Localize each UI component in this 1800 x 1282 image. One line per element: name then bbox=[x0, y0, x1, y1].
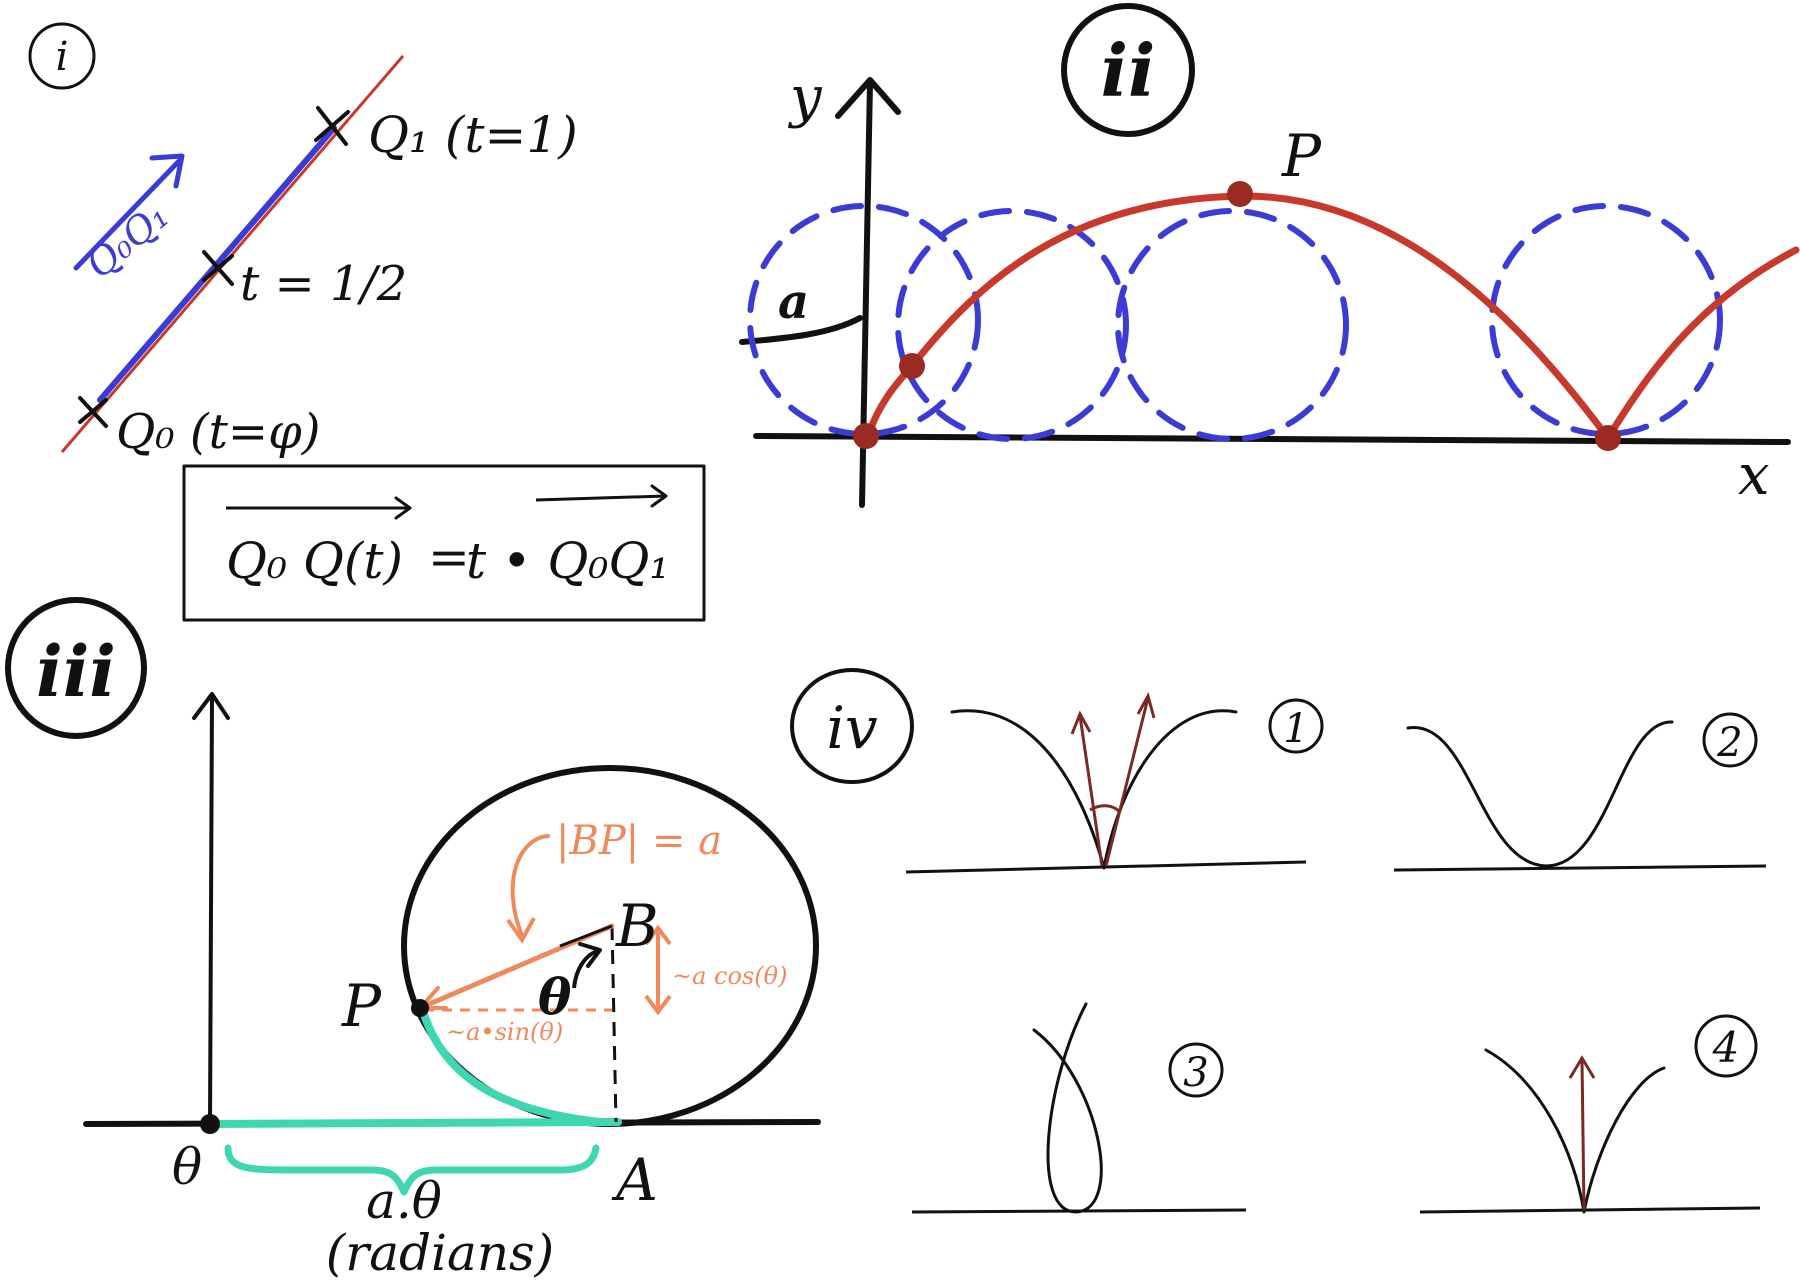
q1-label: Q₁ (t=1) bbox=[368, 106, 578, 164]
formula-left-arrowhead bbox=[394, 496, 412, 520]
case-4-ground bbox=[1419, 1206, 1761, 1214]
mid-marker bbox=[202, 250, 234, 286]
iii-bp-label: |BP| = a bbox=[556, 818, 722, 864]
case-1-number-circle bbox=[1268, 698, 1324, 754]
q1-marker bbox=[314, 106, 350, 146]
panel-iii: iii |BP| = a B P θ ~a cos(θ) bbox=[5, 597, 821, 1282]
panel-iv-badge: iv bbox=[826, 694, 878, 762]
case-3-number: 3 bbox=[1183, 1050, 1208, 1096]
iii-acos-label: ~a cos(θ) bbox=[672, 962, 787, 990]
formula-left: Q₀ Q(t) bbox=[226, 532, 403, 590]
panel-i-red-line bbox=[60, 55, 405, 453]
iii-origin-label: θ bbox=[172, 1138, 202, 1196]
y-axis-label: y bbox=[787, 65, 823, 130]
case-4-arrowhead bbox=[1568, 1055, 1596, 1079]
panel-iv: iv 1 2 3 bbox=[790, 668, 1767, 1214]
panel-iii-badge-circle bbox=[5, 597, 147, 739]
case-2-number: 2 bbox=[1716, 720, 1742, 766]
case-4-number: 4 bbox=[1712, 1023, 1740, 1072]
case-4-curve bbox=[1484, 1048, 1666, 1214]
iii-arc-length-brace bbox=[224, 1144, 600, 1196]
iii-radius-inner bbox=[559, 924, 613, 948]
panel-ii: ii y x a P bbox=[739, 3, 1800, 508]
cycloid-curve bbox=[864, 192, 1800, 442]
rolling-circles bbox=[747, 203, 1723, 442]
panel-i: i Q₀Q₁ Q₁ (t=1) t = 1/2 Q₀ (t=φ) Q₀ Q(t) bbox=[28, 22, 706, 622]
case-3-number-circle bbox=[1168, 1042, 1224, 1098]
formula-right-arrowhead bbox=[650, 484, 668, 508]
q0-marker bbox=[78, 396, 108, 428]
panel-i-badge: i bbox=[56, 34, 69, 80]
cycloid-point-p bbox=[1227, 181, 1253, 207]
case-1-ground bbox=[905, 860, 1307, 874]
formula-right-arrow bbox=[535, 494, 667, 502]
rolling-circle-4 bbox=[1489, 203, 1723, 437]
x-axis-label: x bbox=[1738, 443, 1770, 508]
case-2-curve bbox=[1406, 720, 1674, 868]
iii-p-label: P bbox=[341, 972, 382, 1040]
iii-angle-arrowhead bbox=[578, 942, 602, 968]
iii-bp-pointer bbox=[510, 834, 550, 938]
case-4-number-circle bbox=[1694, 1014, 1758, 1078]
rolling-circle-3 bbox=[1115, 208, 1349, 442]
y-axis-arrowhead bbox=[835, 77, 901, 119]
iii-asin-label: ~a•sin(θ) bbox=[446, 1018, 563, 1046]
iii-y-axis-arrowhead bbox=[192, 692, 230, 720]
case-1-curve bbox=[950, 709, 1238, 870]
case-1-arrow-left bbox=[1078, 715, 1104, 867]
iii-y-axis bbox=[208, 695, 214, 1125]
iii-acos-arrowhead-bottom bbox=[644, 994, 672, 1016]
formula-box bbox=[182, 464, 706, 622]
x-axis bbox=[753, 433, 1791, 445]
panel-i-vector-arrow bbox=[73, 157, 183, 271]
case-1-arrow-right-head bbox=[1136, 692, 1156, 719]
cycloid-point-cusp bbox=[1595, 425, 1621, 451]
case-4: 4 bbox=[1419, 1014, 1761, 1214]
q0-label: Q₀ (t=φ) bbox=[116, 404, 320, 460]
iii-origin-point bbox=[200, 1114, 220, 1134]
case-2-ground bbox=[1393, 864, 1767, 872]
panel-ii-badge-circle bbox=[1061, 3, 1195, 137]
iii-arc-path bbox=[418, 1004, 604, 1126]
case-3-curve bbox=[1032, 1002, 1103, 1214]
panel-iii-badge: iii bbox=[36, 630, 116, 713]
mid-label: t = 1/2 bbox=[240, 256, 407, 312]
case-2: 2 bbox=[1393, 712, 1767, 872]
iii-bp-pointer-head bbox=[506, 917, 536, 944]
panel-i-badge-circle bbox=[28, 22, 96, 90]
case-1: 1 bbox=[905, 692, 1324, 874]
case-1-arrow-right bbox=[1104, 697, 1150, 867]
cycloid-point-rising bbox=[899, 353, 925, 379]
case-3: 3 bbox=[911, 1002, 1247, 1214]
formula-right: t • Q₀Q₁ bbox=[466, 532, 669, 590]
iii-dashed-vertical bbox=[610, 925, 618, 1123]
case-1-angle-arc bbox=[1089, 804, 1122, 814]
iii-arc-length-label: a.θ bbox=[366, 1172, 442, 1230]
rolling-circle-1 bbox=[747, 203, 981, 437]
iii-acos-arrowhead-top bbox=[644, 924, 672, 946]
panel-i-vector-arrowhead bbox=[149, 153, 185, 189]
case-1-number: 1 bbox=[1283, 706, 1308, 752]
radius-marker bbox=[739, 315, 863, 345]
iii-a-point-label: A bbox=[611, 1146, 658, 1214]
point-p-label: P bbox=[1281, 122, 1322, 190]
case-4-arrow bbox=[1580, 1059, 1586, 1211]
case-2-number-circle bbox=[1702, 712, 1758, 768]
iii-theta-label: θ bbox=[538, 967, 572, 1026]
case-1-arrow-left-head bbox=[1070, 710, 1092, 735]
rolling-circle-2 bbox=[895, 208, 1129, 442]
iii-b-label: B bbox=[615, 892, 659, 960]
panel-ii-badge: ii bbox=[1101, 28, 1156, 113]
iii-radians-label: (radians) bbox=[326, 1224, 554, 1282]
iii-ground-path bbox=[208, 1118, 622, 1128]
formula-equals: = bbox=[428, 528, 470, 586]
cycloid-point-origin bbox=[853, 423, 879, 449]
panel-iv-badge-circle bbox=[790, 668, 914, 784]
panel-i-vector-label: Q₀Q₁ bbox=[78, 194, 177, 287]
radius-label: a bbox=[778, 274, 809, 330]
iii-point-p-dot bbox=[411, 999, 429, 1017]
